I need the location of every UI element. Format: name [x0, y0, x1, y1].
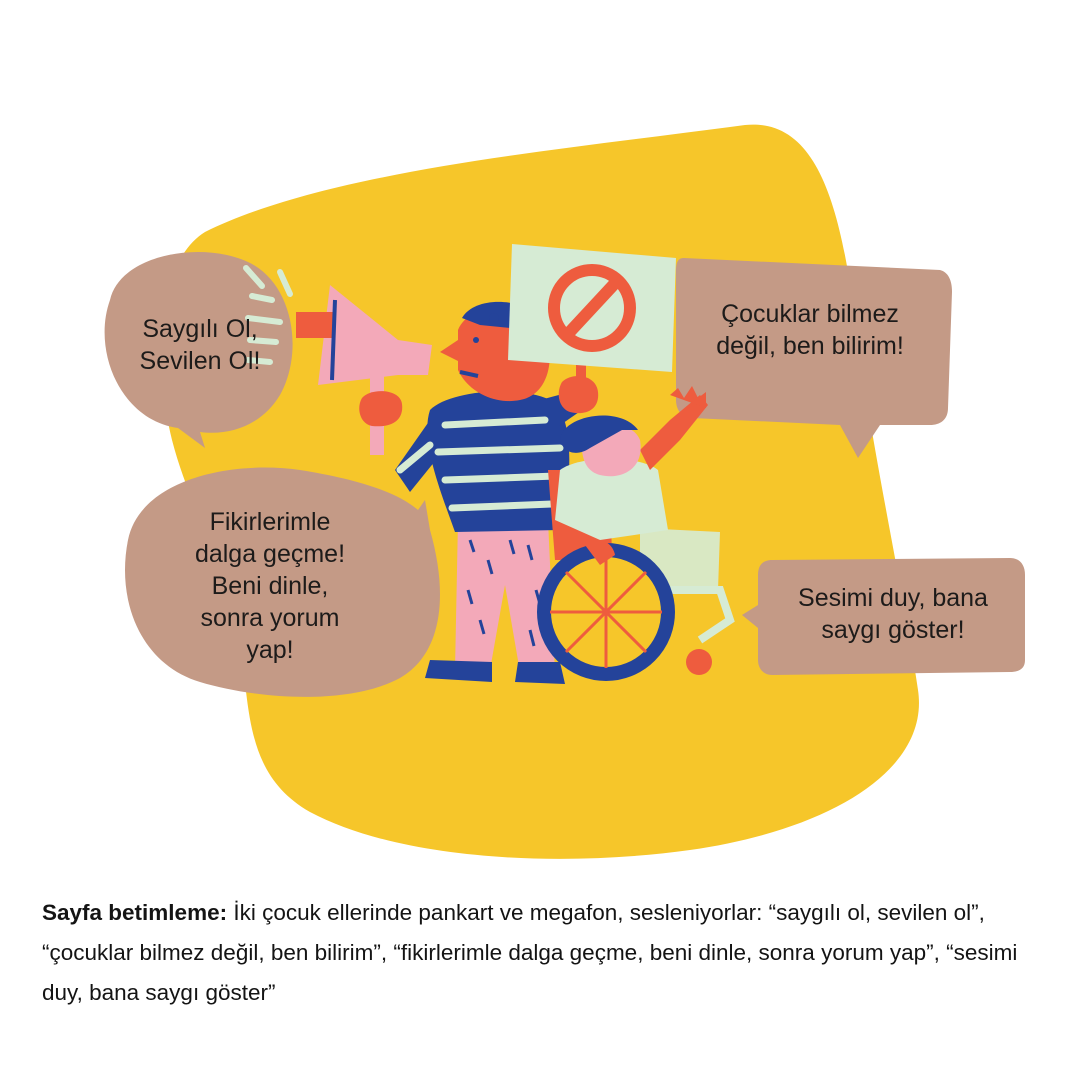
- speech-bubble-text-mid-left: Fikirlerimle dalga geçme! Beni dinle, so…: [194, 508, 346, 664]
- page-description: Sayfa betimleme: İki çocuk ellerinde pan…: [42, 893, 1052, 1013]
- speech-bubble-top-right: [676, 258, 952, 458]
- boy-torso: [395, 391, 582, 532]
- girl: [555, 386, 708, 565]
- boy-legs: [425, 520, 565, 684]
- speech-bubble-top-left: [104, 251, 293, 448]
- speech-bubble-text-top-right: Çocuklar bilmez değil, ben bilirim!: [716, 300, 904, 360]
- page-description-text: İki çocuk ellerinde pankart ve megafon, …: [42, 900, 1018, 1005]
- speech-bubble-text-top-left: Saygılı Ol, Sevilen Ol!: [139, 315, 261, 375]
- speech-bubble-mid-left: [125, 467, 440, 697]
- megaphone-icon: [296, 285, 432, 455]
- sound-lines: [243, 265, 293, 365]
- page-description-label: Sayfa betimleme:: [42, 900, 228, 925]
- no-sign-icon: [548, 264, 636, 352]
- speech-bubble-text-bottom-right: Sesimi duy, bana saygı göster!: [798, 584, 988, 644]
- protest-sign: [508, 244, 676, 414]
- speech-bubble-bottom-right: [742, 558, 1025, 675]
